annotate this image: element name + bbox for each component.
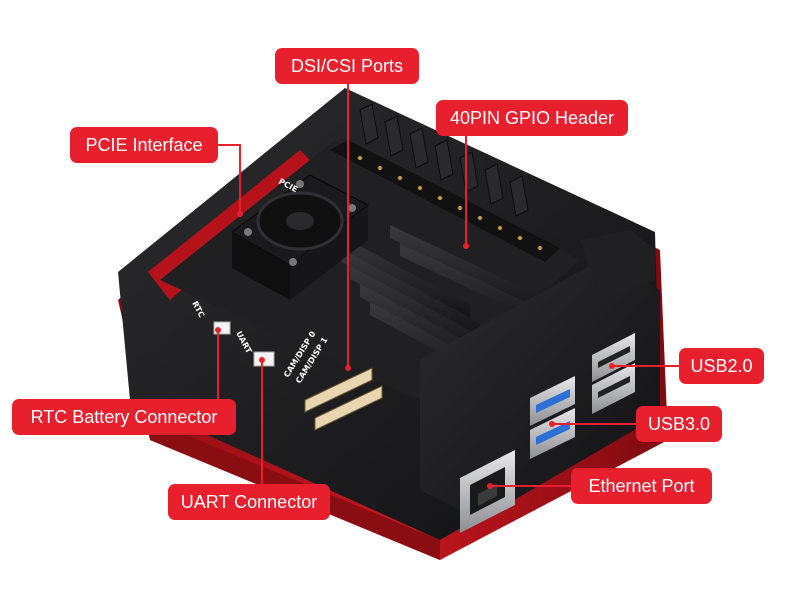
top-vents <box>359 103 529 217</box>
usb3-ports <box>530 376 575 459</box>
callout-gpio-header: 40PIN GPIO Header <box>436 100 628 136</box>
callout-usb2: USB2.0 <box>679 348 764 384</box>
callout-usb3: USB3.0 <box>636 406 722 442</box>
camera-connectors <box>304 367 383 431</box>
leader-pcie <box>218 144 241 214</box>
leader-lines <box>217 84 679 487</box>
leader-dots <box>215 211 615 489</box>
gpio-header <box>330 140 560 262</box>
ethernet-jack <box>460 450 515 533</box>
usb2-ports <box>592 333 635 414</box>
callout-rtc-battery: RTC Battery Connector <box>12 399 236 435</box>
callout-pcie-interface: PCIE Interface <box>70 127 218 163</box>
callout-dsi-csi-ports: DSI/CSI Ports <box>275 48 419 84</box>
port-block <box>420 230 660 520</box>
callout-uart-connector: UART Connector <box>168 484 330 520</box>
callout-ethernet-port: Ethernet Port <box>571 468 712 504</box>
